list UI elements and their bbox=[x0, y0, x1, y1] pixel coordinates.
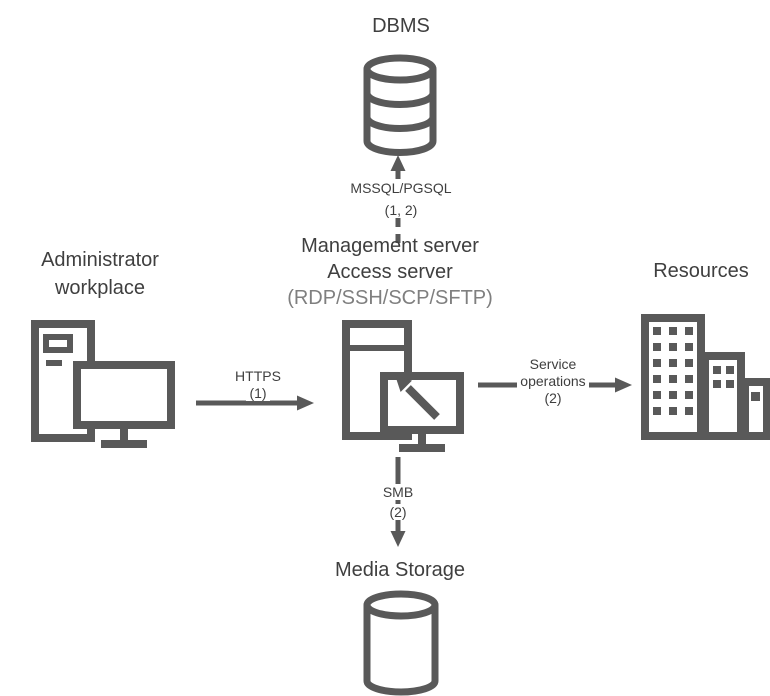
access-protocols-subtitle: (RDP/SSH/SCP/SFTP) bbox=[287, 287, 493, 309]
service-operations-line2: operations bbox=[517, 373, 589, 389]
mssql-protocol-label: MSSQL/PGSQL bbox=[347, 180, 455, 196]
smb-edge-label: SMB (2) bbox=[338, 482, 458, 522]
service-operations-line1: Service bbox=[526, 356, 580, 372]
service-operations-step: (2) bbox=[541, 390, 565, 406]
service-operations-edge-label: Service operations (2) bbox=[493, 356, 613, 407]
mssql-step-label: (1, 2) bbox=[381, 202, 421, 218]
media-storage-label: Media Storage bbox=[334, 559, 466, 581]
media-storage-cylinder-icon bbox=[363, 590, 439, 696]
mssql-edge-label: MSSQL/PGSQL (1, 2) bbox=[311, 177, 491, 221]
https-step-label: (1) bbox=[246, 385, 270, 401]
smb-step-label: (2) bbox=[386, 504, 410, 520]
dbms-label: DBMS bbox=[372, 15, 430, 37]
access-server-title: Access server bbox=[327, 261, 453, 283]
smb-protocol-label: SMB bbox=[379, 484, 417, 500]
resources-buildings-icon bbox=[641, 314, 770, 440]
management-server-icon bbox=[342, 320, 464, 452]
dbms-database-icon bbox=[363, 54, 437, 157]
admin-workplace-line2: workplace bbox=[54, 277, 146, 299]
management-server-label: Management server Access server (RDP/SSH… bbox=[250, 233, 530, 311]
https-edge-label: HTTPS (1) bbox=[198, 368, 318, 402]
admin-workplace-line1: Administrator bbox=[41, 249, 159, 271]
https-protocol-label: HTTPS bbox=[232, 368, 284, 384]
workstation-icon bbox=[31, 320, 175, 448]
https-arrow-right bbox=[196, 395, 314, 411]
admin-workplace-label: Administrator workplace bbox=[10, 246, 190, 302]
resources-label: Resources bbox=[653, 260, 749, 282]
management-server-title: Management server bbox=[301, 235, 479, 257]
